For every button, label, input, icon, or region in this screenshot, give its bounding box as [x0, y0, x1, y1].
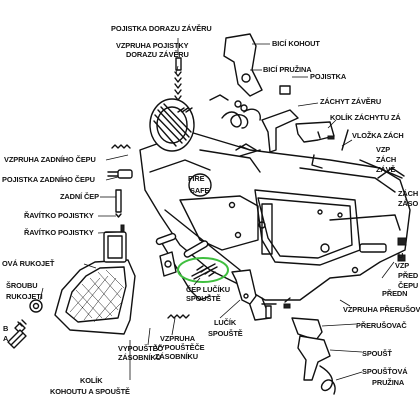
pins-mid	[155, 232, 216, 277]
label-trigger-guard-1: LUČÍK	[214, 318, 237, 327]
magazine-release-part	[159, 251, 177, 277]
label-trigger-spring-2: PRUŽINA	[372, 378, 405, 387]
label-disconnector: PŘERUŠOVAČ	[356, 321, 407, 330]
label-hammer: BICÍ KOHOUT	[272, 39, 320, 48]
label-a: A	[3, 334, 9, 343]
label-vzp-pred-4: U	[398, 251, 403, 260]
label-mag-catch-spring-1: VZPRUHA	[160, 334, 196, 343]
label-b: B	[3, 324, 8, 333]
pistol-grip-part	[14, 231, 136, 335]
label-mag-catch-spring-3: ZÁSOBNÍKU	[155, 352, 198, 361]
label-trigger-guard-pin-2: SPOUŠTĚ	[186, 294, 221, 303]
label-trigger: SPOUŠŤ	[362, 349, 392, 358]
label-vzp-pred-1: VZP	[395, 261, 409, 270]
label-vzp-3: ZÁVĚ	[376, 165, 395, 174]
hammer-part	[223, 33, 263, 97]
label-hammer-trigger-pin-1: KOLÍK	[80, 376, 103, 385]
label-rear-pin: ZADNÍ ČEP	[60, 192, 99, 201]
safety-selector-part	[261, 85, 299, 153]
label-bolt-catch-spring-2: DORAZU ZÁVĚRU	[126, 50, 189, 59]
label-vzp-1: VZP	[376, 145, 390, 154]
label-bolt-catch-insert: VLOŽKA ZÁCH	[352, 131, 404, 140]
fire-marking: FIRE	[188, 174, 205, 183]
disconnector-part	[283, 297, 323, 341]
part-labels: POJISTKA DORAZU ZÁVĚRU VZPRUHA POJISTKY …	[2, 24, 420, 396]
label-hammer-trigger-pin-2: KOHOUTU A SPOUŠTĚ	[50, 387, 130, 396]
label-trigger-guard-2: SPOUŠTĚ	[208, 329, 243, 338]
label-pistol-grip: OVÁ RUKOJEŤ	[2, 259, 55, 268]
label-disconnector-spring: VZPRUHA PŘERUŠOV	[343, 305, 420, 314]
trigger-guard-pin-highlight	[177, 257, 229, 283]
label-bolt-catch: ZÁCHYT ZÁVĚRU	[320, 97, 381, 106]
label-trigger-guard-pin-1: ČEP LUČÍKU	[186, 285, 230, 294]
trigger-guard-part	[231, 269, 257, 305]
label-zach-zaso-1: ZÁCH	[398, 189, 418, 198]
label-bolt-catch-plunger: POJISTKA DORAZU ZÁVĚRU	[111, 24, 212, 33]
label-mag-release-1: VYPOUŠTĚČ	[118, 344, 163, 353]
label-grip-screw-2: RUKOJETI	[6, 292, 43, 301]
label-safety: POJISTKA	[310, 72, 347, 81]
small-pin-top	[174, 57, 182, 101]
label-mag-release-2: ZÁSOBNÍKU	[118, 353, 161, 362]
safe-marking: SAFE	[190, 186, 209, 195]
label-bolt-catch-spring-1: VZPRUHA POJISTKY	[116, 41, 189, 50]
label-rear-pin-detent: POJISTKA ZADNÍHO ČEPU	[2, 175, 95, 184]
misc-small-parts	[209, 94, 323, 319]
takedown-pin-part	[107, 169, 133, 179]
label-rear-pin-spring: VZPRUHA ZADNÍHO ČEPU	[4, 155, 96, 164]
label-hammer-spring: BICÍ PRUŽINA	[263, 65, 312, 74]
mid-springs	[177, 107, 261, 157]
label-trigger-spring-1: SPOUŠŤOVÁ	[362, 367, 408, 376]
label-safety-detent-1: ŘAVÍTKO POJISTKY	[24, 211, 94, 220]
label-vzp-2: ZÁCH	[376, 155, 396, 164]
label-safety-detent-2: ŘAVÍTKO POJISTKY	[24, 228, 94, 237]
detent-part-1	[115, 189, 122, 218]
leader-lines	[39, 38, 395, 381]
magazine-catch-spring	[167, 314, 190, 319]
grip-screw-part	[7, 329, 27, 349]
trigger-spring-part	[319, 365, 336, 395]
label-grip-screw-1: ŠROUBU	[6, 281, 37, 290]
pivot-pin-part	[359, 159, 407, 262]
label-front-pin: PŘEDN	[382, 289, 407, 298]
hammer-spring-part	[221, 108, 261, 129]
label-bolt-catch-roll-pin: KOLÍK ZÁCHYTU ZÁ	[330, 113, 401, 122]
label-vzp-pred-2: PŘED	[398, 271, 419, 280]
bolt-catch-part	[295, 121, 349, 151]
label-mag-catch-spring-2: VYPOUŠTĚČE	[155, 343, 205, 352]
detent-spring-part	[111, 144, 131, 149]
label-vzp-pred-3: ČEPU	[398, 281, 418, 290]
label-zach-zaso-2: ZÁSO	[398, 199, 418, 208]
trigger-part	[297, 335, 331, 381]
